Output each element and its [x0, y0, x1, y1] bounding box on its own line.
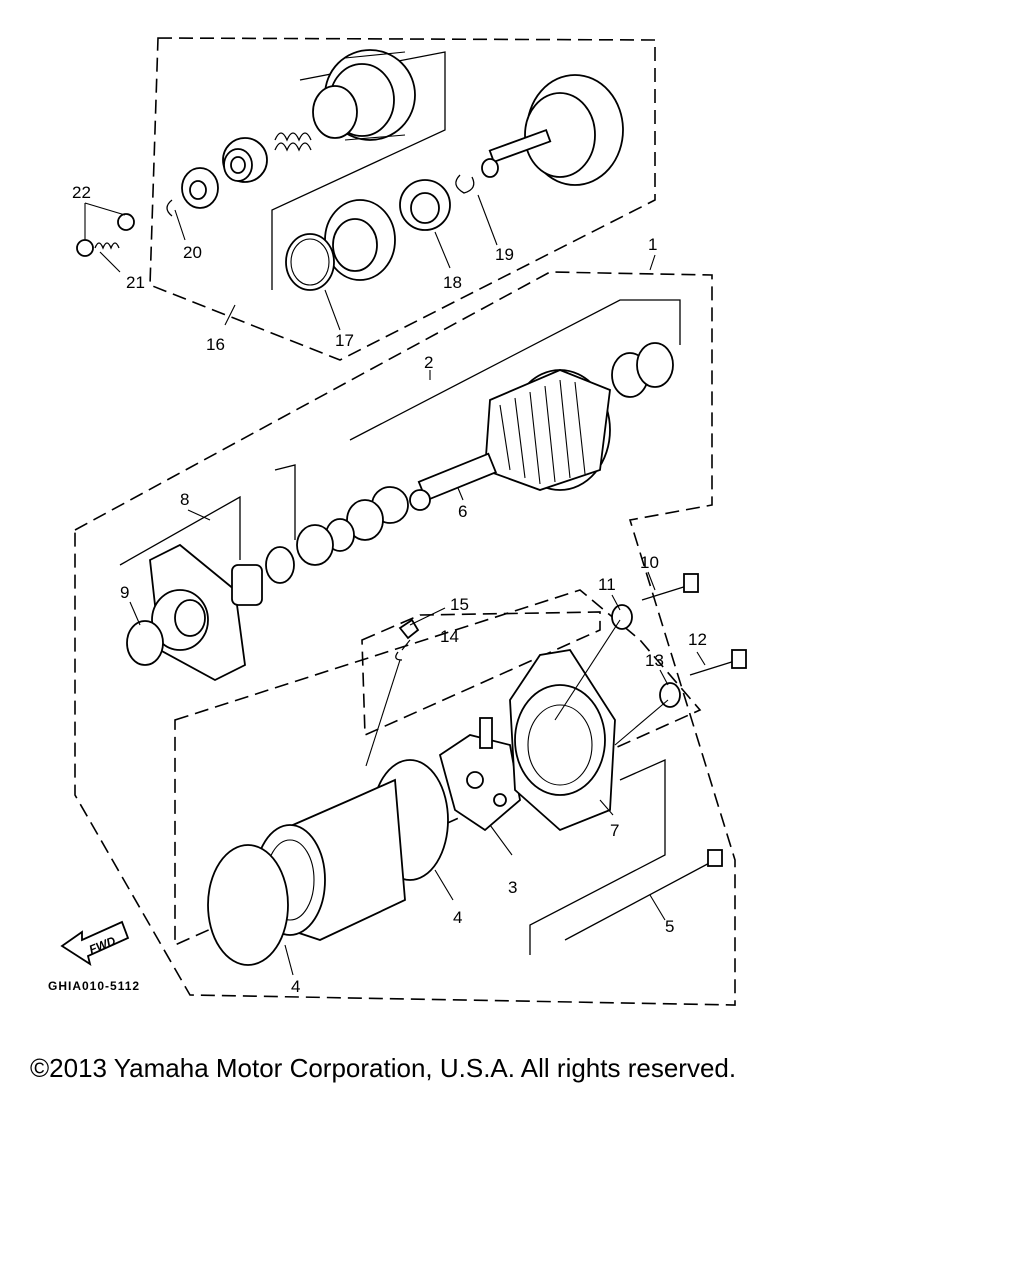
- callout-3: 3: [508, 878, 517, 897]
- callout-7: 7: [610, 821, 619, 840]
- callout-13: 13: [645, 651, 664, 670]
- callout-11: 11: [598, 575, 616, 594]
- callout-5: 5: [665, 917, 674, 936]
- callout-16: 16: [206, 335, 225, 354]
- copyright-notice: ©2013 Yamaha Motor Corporation, U.S.A. A…: [30, 1053, 737, 1083]
- callout-14: 14: [440, 627, 459, 646]
- front-cover: [119, 495, 263, 682]
- starter-motor-exploded-diagram: 1 2 3 4 4 5 6 7 8 9 10 11 12 13 14 15 16…: [48, 37, 747, 1006]
- spring-and-washers: [76, 202, 135, 257]
- callout-1: 1: [648, 235, 657, 254]
- callout-20: 20: [183, 243, 202, 262]
- callout-17: 17: [335, 331, 354, 350]
- callout-6: 6: [458, 502, 467, 521]
- callout-22: 22: [72, 183, 91, 202]
- drawing-code: GHIA010-5112: [48, 979, 140, 993]
- fwd-arrow: FWD: [60, 920, 130, 966]
- callout-8: 8: [180, 490, 189, 509]
- group-14-15-border: [361, 611, 601, 737]
- callout-19: 19: [495, 245, 514, 264]
- callout-15: 15: [450, 595, 469, 614]
- leader-lines: [99, 194, 706, 976]
- yoke: [207, 759, 449, 966]
- callout-labels: 1 2 3 4 4 5 6 7 8 9 10 11 12 13 14 15 16…: [72, 183, 707, 996]
- armature-assembly: [265, 299, 681, 584]
- callout-9: 9: [120, 583, 129, 602]
- callout-12: 12: [688, 630, 707, 649]
- callout-4-upper: 4: [453, 908, 462, 927]
- brush-holder: [438, 717, 521, 832]
- callout-2: 2: [424, 353, 433, 372]
- group-inner-border: [174, 589, 702, 947]
- bolts: [395, 573, 747, 941]
- callout-10: 10: [640, 553, 659, 572]
- rear-cover: [509, 649, 666, 955]
- callout-21: 21: [126, 273, 145, 292]
- pinion-clutch-assembly: [166, 49, 624, 291]
- group-1-border: [74, 271, 736, 1006]
- callout-4-lower: 4: [291, 977, 300, 996]
- callout-18: 18: [443, 273, 462, 292]
